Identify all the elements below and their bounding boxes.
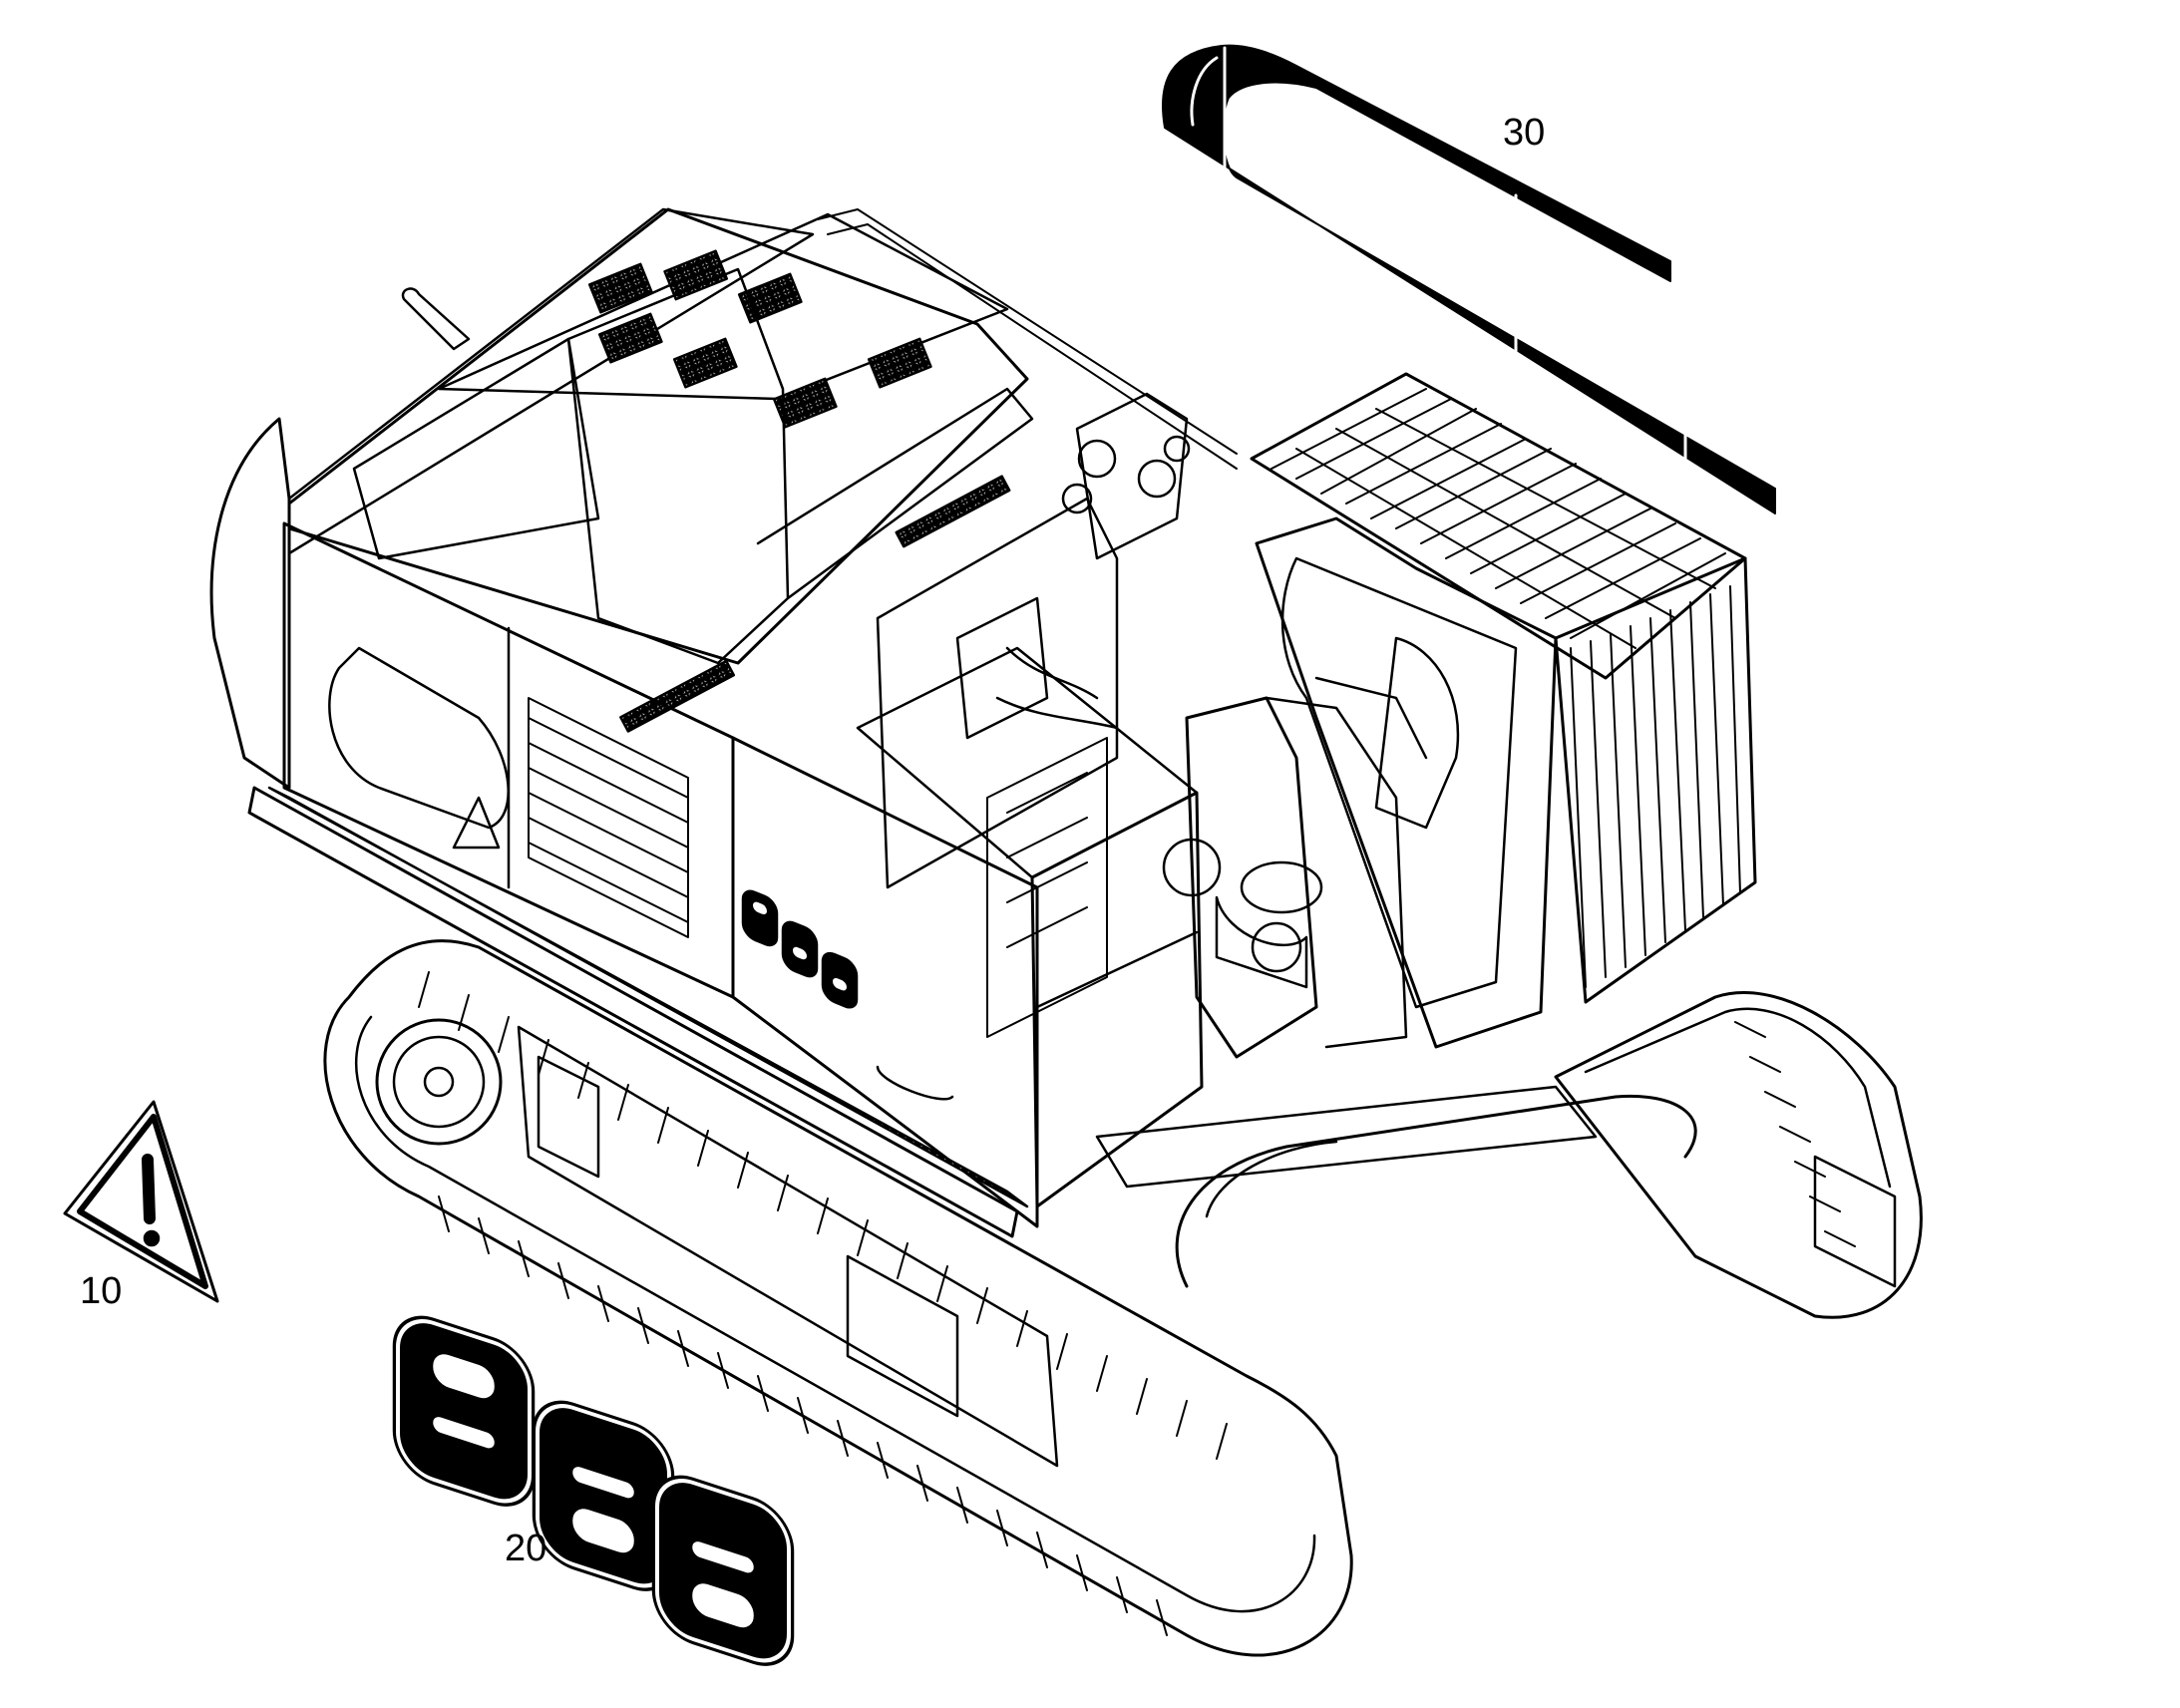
cab-stripe-decal	[1161, 44, 1776, 514]
counterweight	[209, 207, 815, 790]
engine-hood	[287, 207, 1034, 733]
callout-model-decal: 20	[505, 1528, 547, 1569]
left-track	[323, 939, 1353, 1657]
hydraulic-block	[876, 392, 1191, 889]
side-panels	[282, 521, 1039, 1228]
callout-warning-sign: 10	[80, 1270, 123, 1312]
model-decal	[392, 1315, 795, 1666]
right-track	[1554, 991, 1923, 1319]
handrails	[817, 208, 1238, 1038]
warning-sign	[63, 1100, 219, 1303]
walkway	[247, 786, 1029, 1238]
operator-cab	[1255, 516, 1558, 1049]
front-guard	[1554, 556, 1757, 1004]
callout-cab-stripe: 30	[1503, 112, 1546, 154]
tank-module	[856, 646, 1204, 1208]
carbody	[1095, 1085, 1697, 1288]
